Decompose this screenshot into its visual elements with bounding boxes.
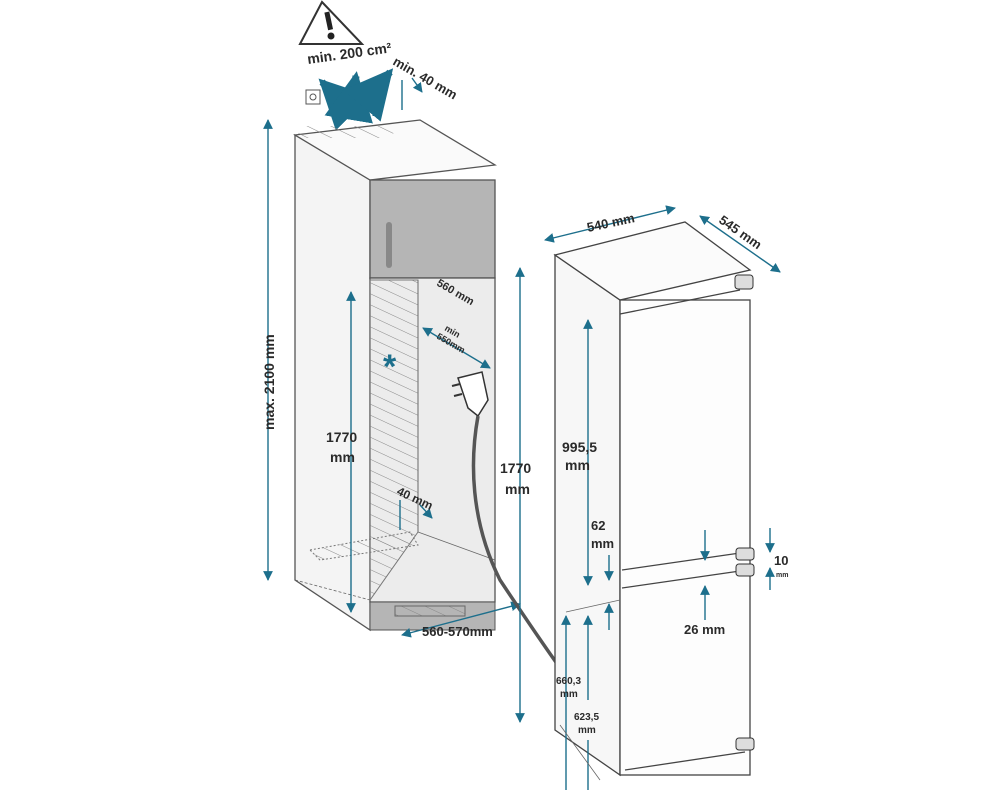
niche-height-unit: mm — [330, 449, 355, 465]
hinge-bottom — [735, 737, 755, 751]
upper-door-unit: mm — [565, 457, 590, 473]
hinge-top — [734, 274, 754, 290]
snowflake-icon: * — [383, 348, 397, 386]
vent-grille — [394, 605, 466, 617]
door-gap-value: 62 — [591, 518, 605, 533]
niche-height-value: 1770 — [326, 429, 357, 445]
ventilation-gap-label: min. 40 mm — [391, 54, 460, 103]
door-gap-unit: mm — [591, 536, 614, 551]
appliance-height-value: 1770 — [500, 460, 531, 476]
wall-socket-icon — [305, 89, 321, 105]
appliance-width-label: 540 mm — [586, 210, 636, 235]
power-plug-icon — [451, 371, 489, 418]
svg-text:*: * — [383, 348, 397, 386]
warning-triangle-icon — [298, 0, 365, 45]
hinge-gap-value: 10 — [774, 553, 788, 568]
appliance-height-unit: mm — [505, 481, 530, 497]
fridge-appliance — [553, 221, 755, 777]
lower-door-1-unit: mm — [560, 689, 578, 700]
niche-width-label: 560-570mm — [422, 624, 493, 639]
cabinet-height-label: max. 2100 mm — [261, 334, 277, 430]
airflow-arrows-icon — [318, 68, 394, 131]
cabinet-handle — [386, 222, 392, 268]
lower-door-2-unit: mm — [578, 725, 596, 736]
hinge-offset-label: 26 mm — [684, 622, 725, 637]
hinge-gap-unit: mm — [776, 572, 788, 579]
lower-door-1-value: 660,3 — [556, 676, 581, 687]
lower-door-2-value: 623,5 — [574, 712, 599, 723]
power-cable — [471, 415, 560, 667]
upper-door-value: 995,5 — [562, 439, 597, 455]
hinge-middle — [735, 547, 755, 577]
